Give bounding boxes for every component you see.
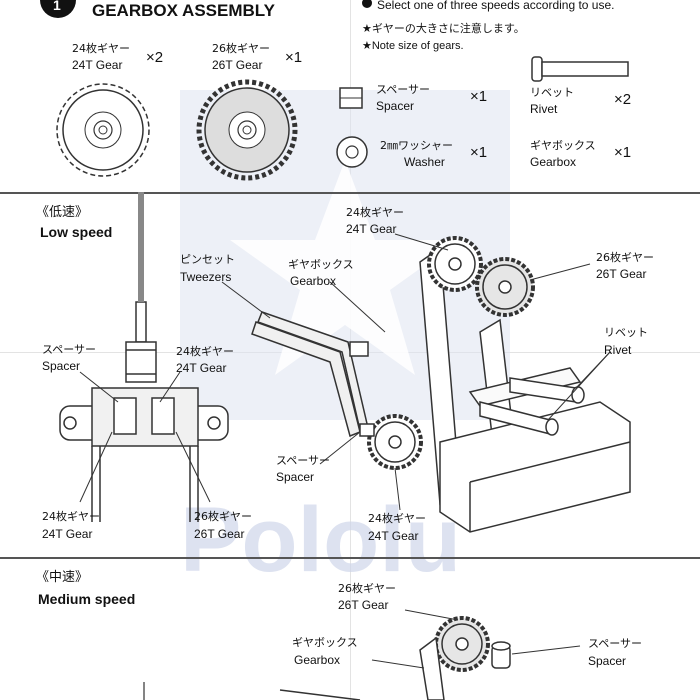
gear-bottom <box>367 414 423 470</box>
medium-spacer-jp: スペーサー <box>588 637 643 650</box>
medium-gear26 <box>434 616 490 672</box>
medium-gearbox-en: Gearbox <box>294 653 341 667</box>
low-gear26-right-jp: 26枚ギヤー <box>596 251 654 264</box>
step-number: 1 <box>53 0 61 13</box>
gear-right <box>475 257 535 317</box>
part-spacer-jp: スペーサー <box>376 83 431 96</box>
spacer-part-small <box>349 341 375 437</box>
part-rivet-qty: ×2 <box>614 91 632 108</box>
part-gear24-jp: 24枚ギヤー <box>72 42 130 55</box>
low-gear24-bottom-left-jp: 24枚ギヤー <box>42 510 100 523</box>
part-gearbox-qty: ×1 <box>614 144 632 161</box>
part-washer-qty: ×1 <box>470 144 488 161</box>
part-washer-en: Washer <box>404 155 445 169</box>
low-gear24-bottom-right-en: 24T Gear <box>368 529 419 543</box>
part-gearbox-jp: ギヤボックス <box>530 139 596 152</box>
medium-frame <box>279 636 445 700</box>
low-gear24-bottom-right-jp: 24枚ギヤー <box>368 512 426 525</box>
spacer-part-icon <box>339 87 363 109</box>
low-speed-title-en: Low speed <box>40 224 113 240</box>
section-divider-2 <box>0 557 700 559</box>
parts-drawings <box>56 56 629 181</box>
medium-speed-assembly-drawing <box>143 609 581 700</box>
low-gear24-left-top-jp: 24枚ギヤー <box>176 345 234 358</box>
medium-gear26-jp: 26枚ギヤー <box>338 582 396 595</box>
part-rivet-en: Rivet <box>530 102 558 116</box>
gear-top <box>427 236 483 292</box>
low-spacer-left-en: Spacer <box>42 359 81 373</box>
part-spacer-en: Spacer <box>376 99 415 113</box>
medium-spacer-en: Spacer <box>588 654 627 668</box>
low-spacer-mid-en: Spacer <box>276 470 315 484</box>
part-rivet-jp: リベット <box>530 86 574 99</box>
note-gear-size-en: ★Note size of gears. <box>362 40 464 52</box>
medium-speed-title-jp: 《中速》 <box>36 570 89 585</box>
page-title: GEARBOX ASSEMBLY <box>92 1 275 20</box>
low-tweezers-en: Tweezers <box>180 270 232 284</box>
note-select-speed: Select one of three speeds according to … <box>377 0 615 12</box>
part-washer-jp: 2㎜ワッシャー <box>380 139 453 152</box>
gear26-part-icon <box>196 79 298 181</box>
part-gear26-jp: 26枚ギヤー <box>212 42 270 55</box>
medium-gear26-en: 26T Gear <box>338 598 389 612</box>
washer-part-icon <box>336 136 368 168</box>
low-gear24-top-jp: 24枚ギヤー <box>346 206 404 219</box>
medium-gearbox-jp: ギヤボックス <box>292 636 358 649</box>
section-divider-1 <box>0 192 700 194</box>
low-spacer-mid-jp: スペーサー <box>276 454 331 467</box>
low-rivet-en: Rivet <box>604 343 632 357</box>
low-gearbox-en: Gearbox <box>290 274 337 288</box>
medium-leader-lines <box>371 609 581 669</box>
part-spacer-qty: ×1 <box>470 88 488 105</box>
low-gear24-bottom-left-en: 24T Gear <box>42 527 93 541</box>
side-view-shaft <box>125 192 157 383</box>
low-gear24-left-top-en: 24T Gear <box>176 361 227 375</box>
low-gear26-bottom-en: 26T Gear <box>194 527 245 541</box>
part-gear24-qty: ×2 <box>146 49 164 66</box>
rivet-part-icon <box>531 56 629 82</box>
part-gearbox-en: Gearbox <box>530 155 577 169</box>
low-gear24-top-en: 24T Gear <box>346 222 397 236</box>
bullet-dot <box>362 0 372 8</box>
low-speed-title-jp: 《低速》 <box>36 205 89 220</box>
low-gearbox-jp: ギヤボックス <box>288 258 354 271</box>
tweezers <box>251 311 369 438</box>
medium-spacer <box>491 641 511 669</box>
low-gear26-bottom-jp: 26枚ギヤー <box>194 510 252 523</box>
gear24-part-icon <box>56 83 150 177</box>
note-gear-size-jp: ★ギヤーの大きさに注意します。 <box>362 22 525 35</box>
low-gear26-right-en: 26T Gear <box>596 267 647 281</box>
left-leader-lines <box>79 371 211 503</box>
watermark-text: Pololu <box>180 489 462 591</box>
low-spacer-left-jp: スペーサー <box>42 343 97 356</box>
part-gear26-qty: ×1 <box>285 49 303 66</box>
side-view-gearbox <box>59 387 229 522</box>
part-gear24-en: 24T Gear <box>72 58 123 72</box>
low-rivet-jp: リベット <box>604 326 648 339</box>
low-speed-assembly-drawing <box>59 192 631 533</box>
part-gear26-en: 26T Gear <box>212 58 263 72</box>
medium-speed-title-en: Medium speed <box>38 591 136 607</box>
right-leader-lines <box>221 233 611 511</box>
low-tweezers-jp: ピンセット <box>180 253 235 266</box>
step-badge <box>40 0 76 18</box>
